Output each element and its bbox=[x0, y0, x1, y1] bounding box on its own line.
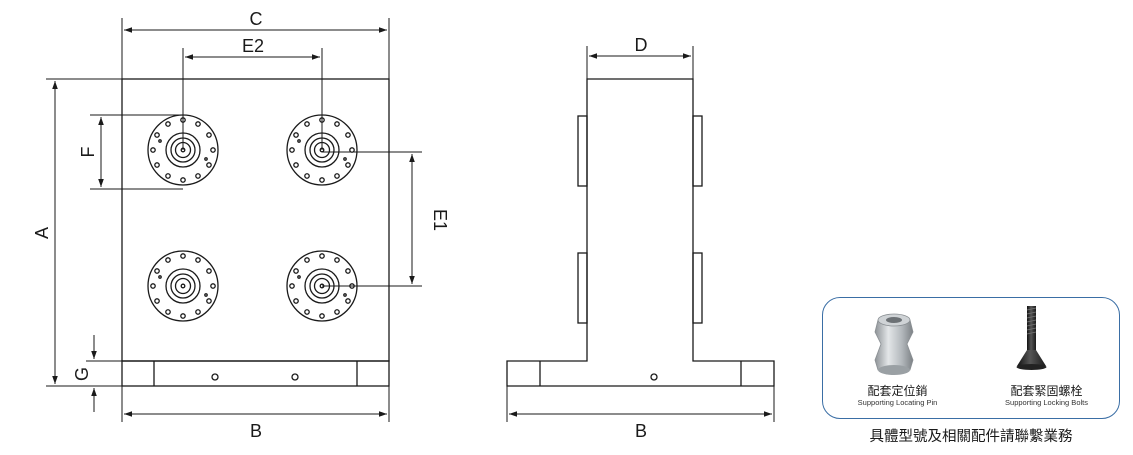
contact-sales-note: 具體型號及相關配件請聯繫業務 bbox=[869, 429, 1073, 445]
dim-label-f: F bbox=[78, 147, 98, 158]
dim-label-b-front: B bbox=[250, 421, 262, 441]
dim-label-b-side: B bbox=[635, 421, 647, 441]
front-dimensions bbox=[46, 18, 422, 422]
side-chuck-protrusion bbox=[692, 252, 703, 324]
accessories-panel: 配套定位銷 Supporting Locating Pin 配套緊固螺栓 bbox=[822, 297, 1120, 419]
chuck-bottom-left bbox=[147, 250, 219, 322]
locating-pin-icon bbox=[874, 313, 914, 375]
dim-label-e1: E1 bbox=[430, 209, 450, 231]
dim-label-d: D bbox=[635, 35, 648, 55]
dim-label-g: G bbox=[72, 367, 92, 381]
side-outline bbox=[506, 78, 775, 387]
dim-label-e2: E2 bbox=[242, 36, 264, 56]
side-chuck-protrusion bbox=[692, 115, 703, 187]
side-chuck-protrusion bbox=[577, 115, 588, 187]
dim-label-c: C bbox=[250, 9, 263, 29]
side-view bbox=[506, 78, 775, 387]
accessory-name-en: Supporting Locking Bolts bbox=[1005, 398, 1088, 407]
base-hole bbox=[650, 373, 658, 381]
front-view bbox=[121, 78, 390, 387]
accessory-locating-pin: 配套定位銷 Supporting Locating Pin bbox=[823, 298, 972, 418]
locking-bolt-icon bbox=[1016, 306, 1047, 370]
accessory-name-zh: 配套定位銷 bbox=[867, 384, 928, 398]
dim-label-a: A bbox=[32, 227, 52, 239]
side-chuck-protrusion bbox=[577, 252, 588, 324]
accessory-name-zh: 配套緊固螺栓 bbox=[1010, 384, 1083, 398]
base-hole bbox=[211, 373, 219, 381]
side-dimensions bbox=[506, 46, 775, 422]
front-base-outline bbox=[121, 360, 390, 387]
accessory-name-en: Supporting Locating Pin bbox=[857, 398, 938, 407]
chuck-top-left bbox=[147, 114, 219, 186]
accessory-locking-bolt: 配套緊固螺栓 Supporting Locking Bolts bbox=[972, 298, 1121, 418]
base-hole bbox=[291, 373, 299, 381]
